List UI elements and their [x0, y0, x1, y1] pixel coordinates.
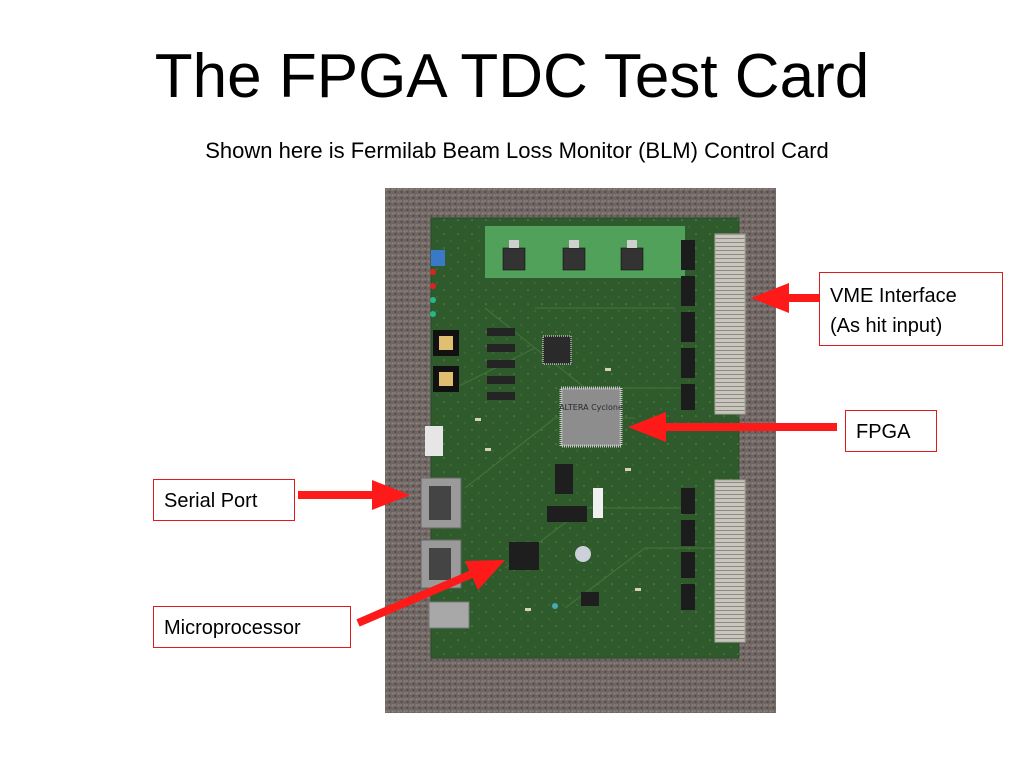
board-photo: ALTERA Cyclone — [385, 188, 776, 713]
fpga-chip-marking: ALTERA Cyclone — [559, 403, 623, 412]
vme-interface-label: VME Interface — [830, 285, 957, 307]
serial-port-callout: Serial Port — [153, 479, 295, 521]
vme-interface-note: (As hit input) — [830, 315, 943, 337]
fpga-callout: FPGA — [845, 410, 937, 452]
microprocessor-label: Microprocessor — [164, 617, 301, 639]
serial-port-label: Serial Port — [164, 490, 258, 512]
vme-interface-callout: VME Interface (As hit input) — [819, 272, 1003, 346]
fpga-label: FPGA — [856, 421, 911, 443]
slide-title: The FPGA TDC Test Card — [154, 42, 870, 111]
slide-subtitle: Shown here is Fermilab Beam Loss Monitor… — [205, 138, 829, 163]
microprocessor-callout: Microprocessor — [153, 606, 351, 648]
